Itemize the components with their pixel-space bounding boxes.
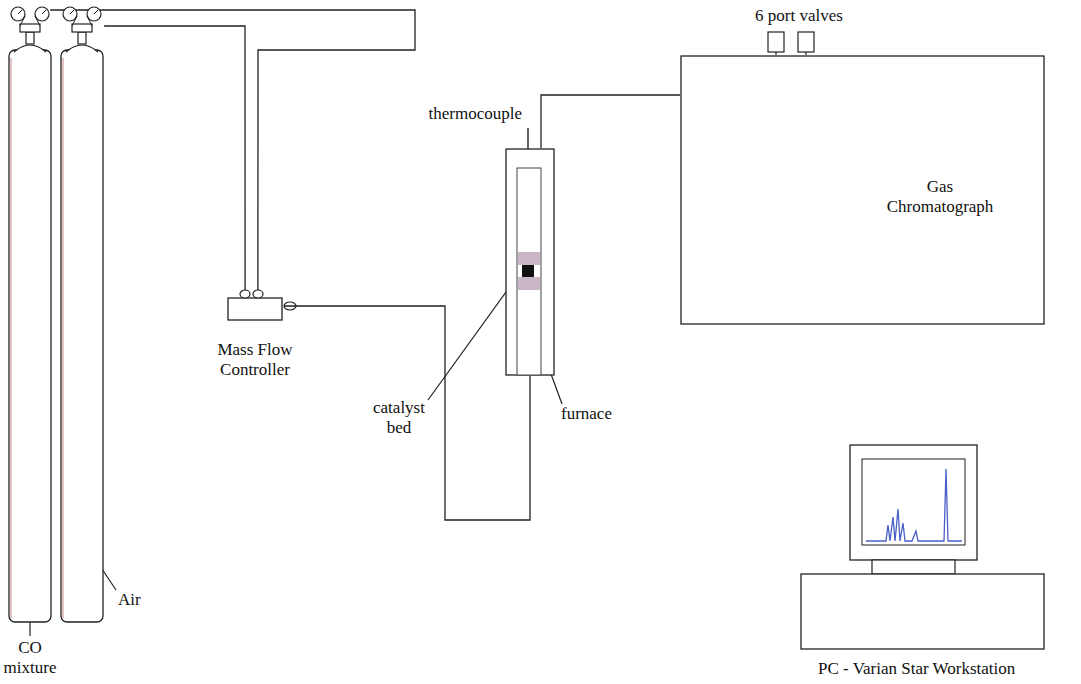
workstation-pc-outline [800,445,1045,650]
part-label: 6 port valves [755,6,885,26]
node-label: Air [118,590,158,610]
gas-line [284,306,530,520]
gc-box-outline [680,55,1045,325]
furnace-tube: furnace [505,148,555,376]
flow-controller-box: Mass Flow Controller [226,286,284,322]
gas-cylinder-outline [58,2,106,624]
node-label: Gas Chromatograph [887,177,994,216]
gc-box: Gas Chromatograph [680,55,1045,325]
node-label: Mass Flow Controller [210,340,300,379]
gas-line [541,95,680,148]
six-port-valves [768,32,814,55]
node-label: furnace [561,404,631,424]
node-label: CO mixture [0,638,62,677]
flow-controller-box-outline [226,286,284,322]
furnace-tube-outline [505,148,555,376]
furnace-leader [551,374,562,404]
gas-cylinder: CO mixture [6,2,54,624]
gas-line [104,26,245,290]
gas-cylinder-outline [6,2,54,624]
part-label: catalyst bed [368,398,430,437]
workstation-pc: PC - Varian Star Workstation [800,445,1045,650]
cylinder-leader [29,622,30,636]
part-label: thermocouple [420,104,522,124]
gas-line [50,10,415,290]
node-label: PC - Varian Star Workstation [818,659,1068,679]
gas-cylinder: Air [58,2,106,624]
